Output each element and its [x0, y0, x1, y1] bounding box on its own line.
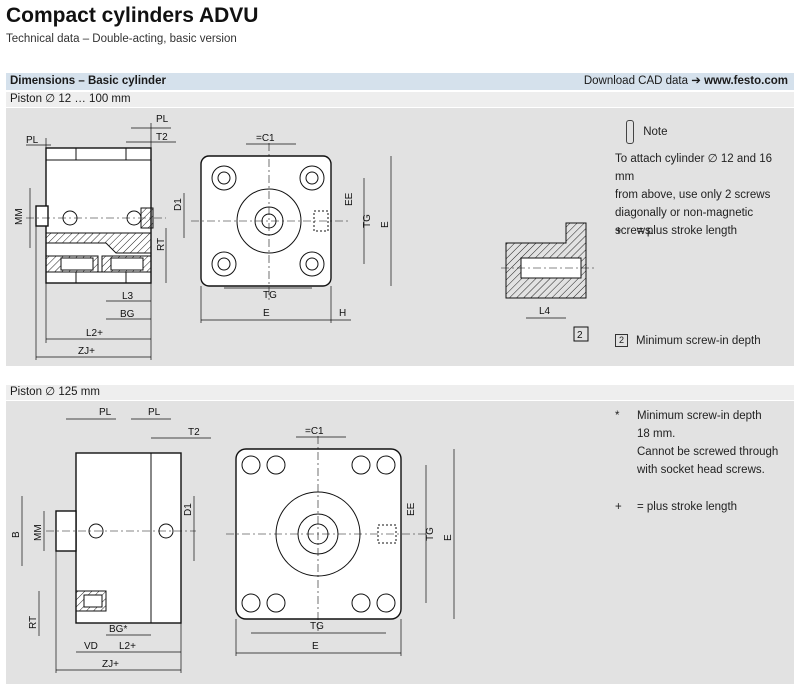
dim-pl-left: PL — [26, 135, 39, 146]
dim2-ee: EE — [406, 502, 417, 516]
detail-box-label: 2 — [577, 330, 583, 341]
dim-l4: L4 — [539, 306, 551, 317]
section-header: Dimensions – Basic cylinder Download CAD… — [6, 73, 794, 90]
dim-mm: MM — [14, 208, 25, 225]
dim2-bg: BG* — [109, 624, 127, 635]
screw-detail: L4 2 — [501, 222, 596, 342]
dim-t2: T2 — [156, 132, 168, 143]
page-subtitle: Technical data – Double-acting, basic ve… — [6, 33, 237, 45]
dim-h: H — [339, 308, 346, 319]
dim2-c1: =C1 — [305, 426, 324, 437]
dim2-d1: D1 — [183, 503, 194, 516]
dim2-rt: RT — [28, 616, 39, 629]
cad-download-link[interactable]: Download CAD data ➔ www.festo.com — [583, 75, 788, 87]
dim-d1: D1 — [173, 198, 184, 211]
note-text: To attach cylinder ∅ 12 and 16 mm from a… — [615, 153, 773, 237]
side-view-cylinder — [26, 147, 166, 284]
dim-pl-right: PL — [156, 114, 169, 125]
panel2-drawing: PL PL T2 B MM D1 RT BG* VD L2+ ZJ+ — [11, 407, 455, 673]
section-label: Dimensions – Basic cylinder — [10, 75, 166, 87]
page-title: Compact cylinders ADVU — [6, 4, 259, 27]
note-row: Note — [612, 120, 668, 144]
dim-tg-horizontal: TG — [263, 290, 277, 301]
plus-note: += plus stroke length — [615, 225, 738, 237]
star-note: *Minimum screw-in depth 18 mm. Cannot be… — [615, 410, 779, 476]
front-view-dimensions: =C1 EE TG E TG E H — [200, 133, 392, 323]
panel1-drawing-area: PL PL T2 MM D1 RT L3 BG L2+ ZJ+ — [6, 108, 794, 366]
arrow-right-icon: ➔ — [691, 75, 701, 87]
dim-e-vertical: E — [380, 221, 391, 228]
note-icon — [626, 120, 634, 144]
dim-ee: EE — [344, 192, 355, 206]
dim2-e-vertical: E — [443, 534, 454, 541]
panel1-drawing: PL PL T2 MM D1 RT L3 BG L2+ ZJ+ — [14, 114, 596, 360]
panel2-subhead: Piston ∅ 125 mm — [6, 385, 794, 400]
dim-zj: ZJ+ — [78, 346, 95, 357]
panel2-drawing-area: PL PL T2 B MM D1 RT BG* VD L2+ ZJ+ — [6, 401, 794, 684]
dim2-vd: VD — [84, 641, 98, 652]
dim2-pl-right: PL — [148, 407, 161, 418]
panel1-subhead: Piston ∅ 12 … 100 mm — [6, 92, 794, 107]
side-view-125-dimensions: PL PL T2 B MM D1 RT BG* VD L2+ ZJ+ — [11, 407, 211, 673]
dim-e-horizontal: E — [263, 308, 270, 319]
dim2-pl-left: PL — [99, 407, 112, 418]
dim-rt: RT — [156, 238, 167, 251]
dim2-tg-horizontal: TG — [310, 621, 324, 632]
front-view-125 — [226, 436, 426, 631]
dim-l3: L3 — [122, 291, 134, 302]
dim2-t2: T2 — [188, 427, 200, 438]
dim2-e-horizontal: E — [312, 641, 319, 652]
dim2-l2: L2+ — [119, 641, 136, 652]
side-view-125 — [46, 452, 196, 624]
plus-note-2: += plus stroke length — [615, 501, 738, 513]
dim2-zj: ZJ+ — [102, 659, 119, 670]
dim-bg: BG — [120, 309, 135, 320]
front-view-125-dimensions: =C1 EE TG E TG E — [235, 426, 455, 656]
dim-c1: =C1 — [256, 133, 275, 144]
dim-l2: L2+ — [86, 328, 103, 339]
dim2-tg-vertical: TG — [425, 527, 436, 541]
side-view-dimensions: PL PL T2 MM D1 RT L3 BG L2+ ZJ+ — [14, 114, 185, 360]
dim2-mm: MM — [33, 524, 44, 541]
front-view-cylinder — [191, 143, 351, 303]
dim-tg-vertical: TG — [362, 214, 373, 228]
dim2-b: B — [11, 531, 22, 538]
